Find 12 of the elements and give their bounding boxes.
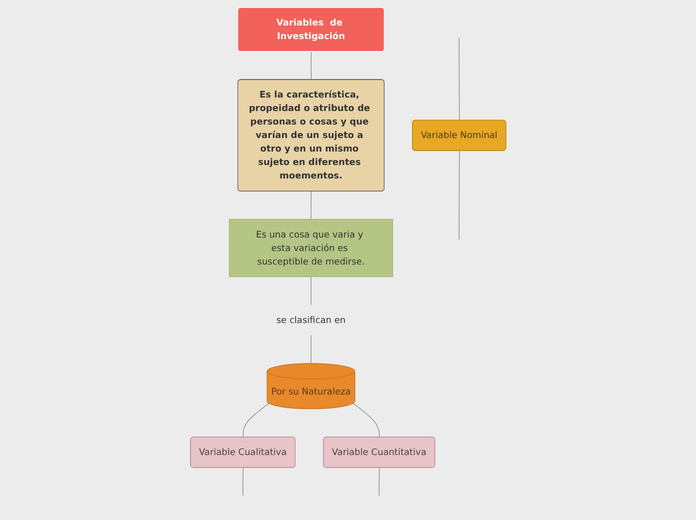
connector	[458, 150, 460, 240]
connector	[352, 402, 380, 438]
connector	[310, 191, 312, 220]
node-text: se clasifican en	[276, 314, 346, 326]
node-box: Es una cosa que varia y esta variación es susceptible de medirse.	[228, 218, 393, 277]
connector	[310, 51, 312, 80]
connector	[310, 276, 312, 306]
connector	[378, 467, 380, 496]
connector	[458, 38, 460, 121]
connector	[310, 334, 312, 364]
connector	[242, 467, 244, 496]
connector	[242, 402, 270, 438]
